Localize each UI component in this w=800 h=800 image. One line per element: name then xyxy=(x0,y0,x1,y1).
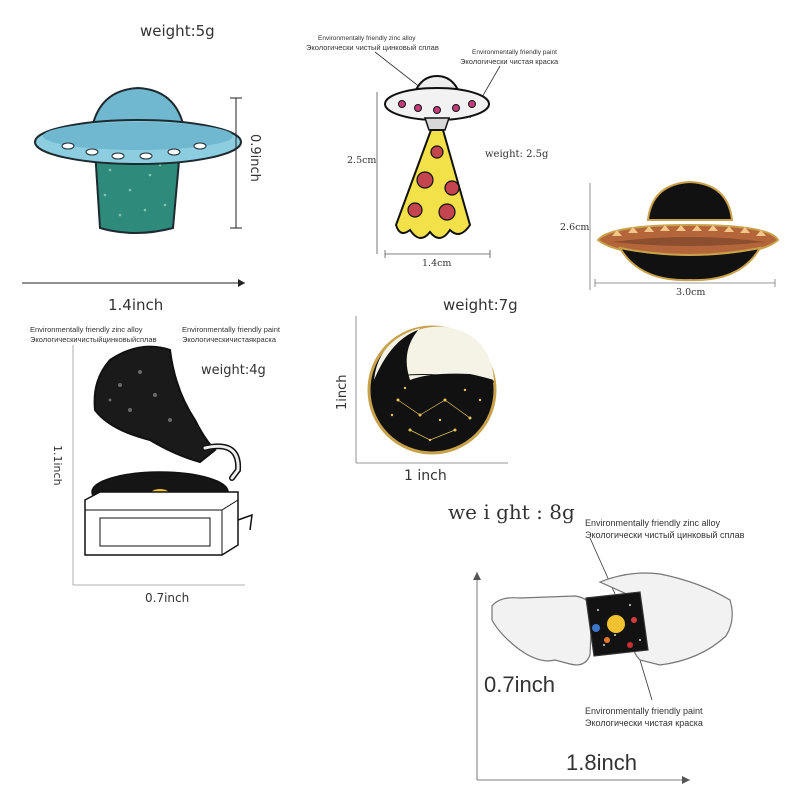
pizza-alloy-en: Environmentally friendly zinc alloy xyxy=(318,35,416,42)
gramophone-alloy-ru: Экологическичистыйцинковыйсплав xyxy=(30,335,157,344)
gramophone-paint-ru: Экологическичистаякраска xyxy=(182,335,277,344)
hands-height-label: 0.7inch xyxy=(484,672,555,697)
pizza-width-label: 1.4cm xyxy=(422,258,452,269)
pizza-weight-label: weight: 2.5g xyxy=(485,149,549,160)
hands-paint-en: Environmentally friendly paint xyxy=(585,706,703,716)
hands-width-label: 1.8inch xyxy=(566,750,637,775)
gramophone-weight-label: weight:4g xyxy=(201,363,266,378)
ufo-weight-label: weight:5g xyxy=(140,22,215,40)
sombrero-width-label: 3.0cm xyxy=(676,287,706,298)
pizza-paint-en: Environmentally friendly paint xyxy=(472,49,557,56)
hands-alloy-ru: Экологически чистый цинковый сплав xyxy=(585,530,745,540)
hands-weight-label: we i ght : 8g xyxy=(448,500,575,524)
ufo-width-label: 1.4inch xyxy=(108,296,164,314)
pizza-alloy-ru: Экологически чистый цинковый сплав xyxy=(306,43,439,52)
moon-width-label: 1 inch xyxy=(404,468,447,484)
gramophone-width-label: 0.7inch xyxy=(145,591,190,605)
moon-weight-label: weight:7g xyxy=(443,296,518,314)
sombrero-height-label: 2.6cm xyxy=(560,222,590,233)
gramophone-paint-en: Environmentally friendly paint xyxy=(182,325,280,334)
hands-paint-ru: Экологически чистая краска xyxy=(585,718,703,728)
pizza-height-label: 2.5cm xyxy=(347,155,377,166)
pizza-paint-ru: Экологически чистая краска xyxy=(460,57,559,66)
hands-alloy-en: Environmentally friendly zinc alloy xyxy=(585,518,721,528)
gramophone-alloy-en: Environmentally friendly zinc alloy xyxy=(30,325,143,334)
